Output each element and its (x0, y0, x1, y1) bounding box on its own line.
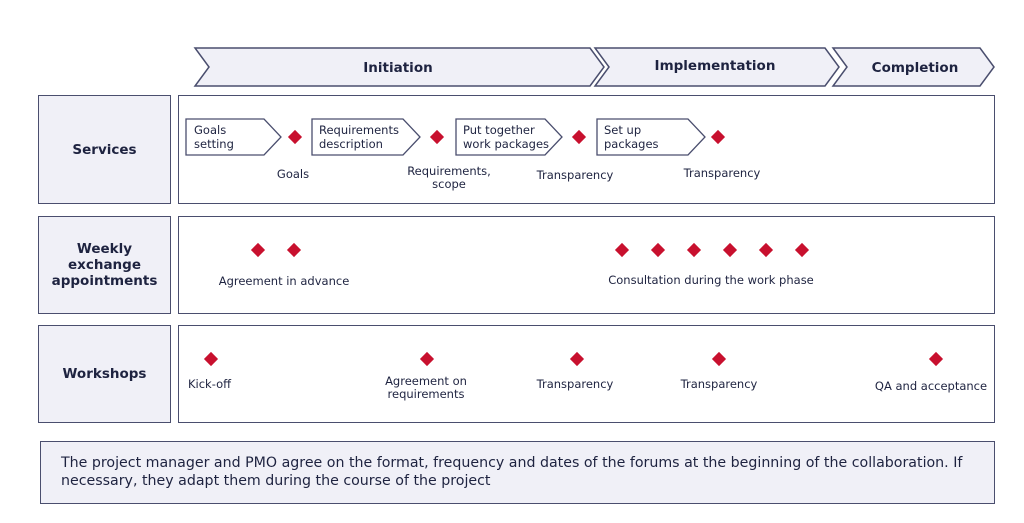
milestone-label: Agreement on requirements (385, 374, 467, 401)
step-label: Requirements description (319, 123, 399, 151)
phase-label-initiation: Initiation (363, 60, 433, 76)
milestone-label: Transparency (683, 166, 761, 180)
step-arrow-requirements-description (311, 118, 421, 156)
phase-chevron-implementation (593, 47, 840, 87)
row-label-workshops: Workshops (38, 325, 171, 423)
group-label: Agreement in advance (218, 274, 350, 288)
phase-label-completion: Completion (871, 60, 959, 76)
footnote-text: The project manager and PMO agree on the… (61, 455, 963, 489)
step-arrow-set-up-packages (596, 118, 706, 156)
milestone-label: QA and acceptance (874, 379, 988, 393)
milestone-label: Transparency (680, 377, 758, 391)
step-arrow-work-packages (455, 118, 563, 156)
step-label: Goals setting (194, 123, 234, 151)
phase-chevron-initiation (193, 47, 605, 87)
step-label: Set up packages (604, 123, 659, 151)
milestone-label: Transparency (536, 377, 614, 391)
phase-bar (193, 47, 995, 87)
group-label: Consultation during the work phase (608, 273, 814, 287)
step-label: Put together work packages (463, 123, 550, 151)
row-label-weekly: Weekly exchange appointments (38, 216, 171, 314)
phase-label-implementation: Implementation (654, 58, 776, 74)
footnote-box: The project manager and PMO agree on the… (40, 441, 995, 504)
milestone-label: Kick-off (188, 377, 232, 391)
milestone-label: Goals (276, 167, 310, 181)
service-step-arrows (185, 118, 706, 156)
row-panel-weekly (178, 216, 995, 314)
milestone-label: Transparency (536, 168, 614, 182)
row-label-services: Services (38, 95, 171, 204)
phase-chevron-completion (831, 47, 995, 87)
row-panel-workshops (178, 325, 995, 423)
step-arrow-goals-setting (185, 118, 282, 156)
milestone-label: Requirements, scope (407, 164, 491, 191)
